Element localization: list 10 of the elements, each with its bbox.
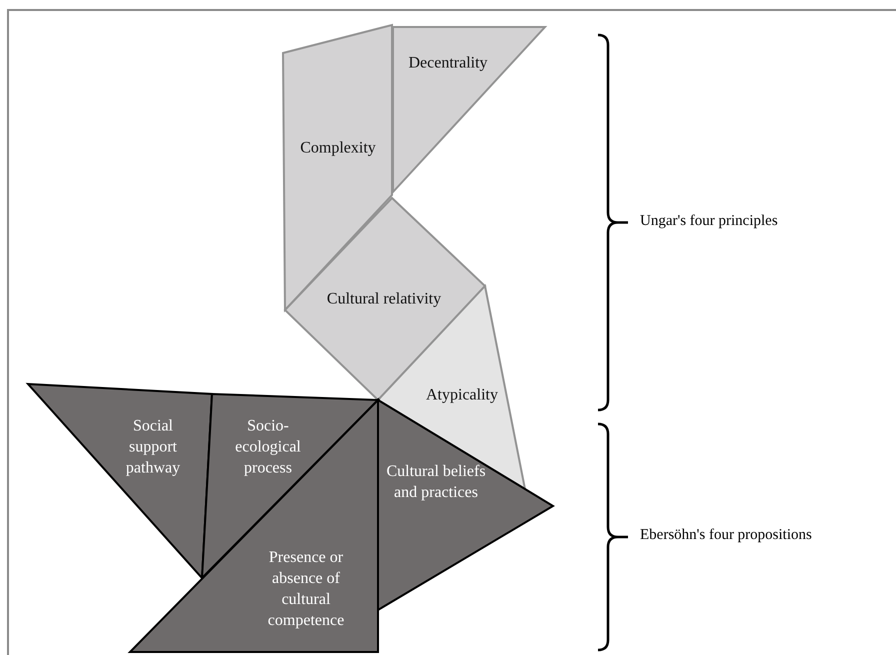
shape-label: Social support pathway <box>124 416 182 478</box>
bracket-label: Ebersöhn's four propositions <box>640 527 812 544</box>
bracket-label: Ungar's four principles <box>640 212 778 230</box>
shape-label: Presence or absence of cultural competence <box>266 548 346 631</box>
shape-label: Socio-ecological process <box>234 416 302 478</box>
shape-label: Complexity <box>299 138 377 158</box>
shape-label: Cultural beliefs and practices <box>386 462 486 503</box>
shape-label: Atypicality <box>425 386 499 406</box>
shape-label: Decentrality <box>407 54 489 74</box>
shape-label: Cultural relativity <box>326 290 442 310</box>
